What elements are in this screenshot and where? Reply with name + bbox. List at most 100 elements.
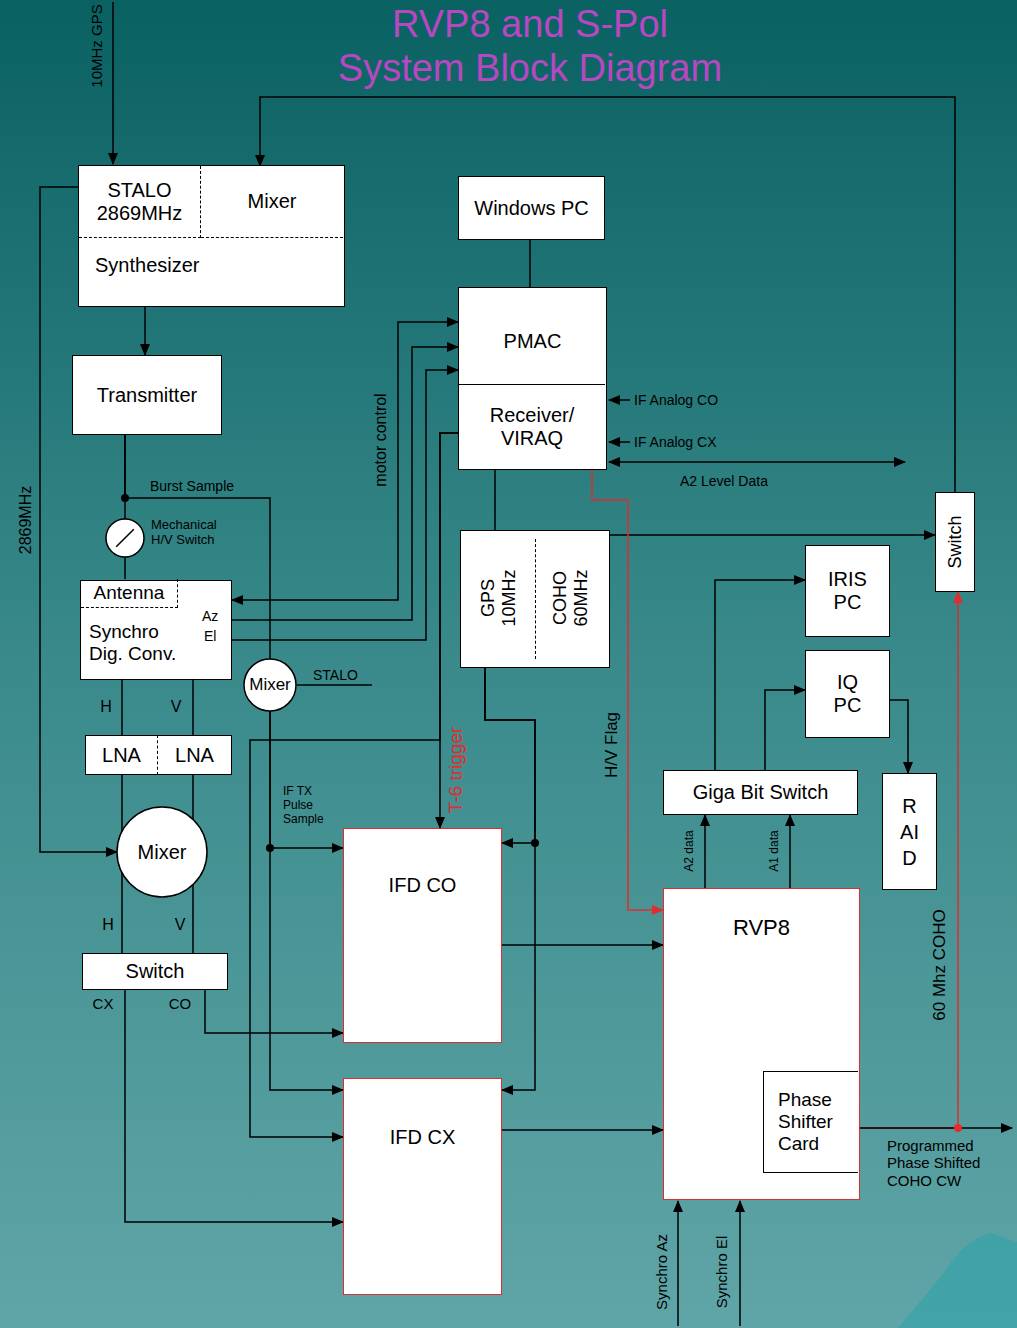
connector	[890, 700, 908, 773]
signal-label: IF Analog CO	[634, 392, 718, 408]
mixer-circle: Mixer	[116, 806, 208, 898]
node-label: IQ PC	[825, 671, 870, 717]
processor-box: RVP8Phase Shifter Card	[663, 888, 860, 1200]
circle-outline	[106, 519, 144, 557]
node-label: Mechanical H/V Switch	[151, 518, 236, 548]
switch-box: Switch	[82, 953, 228, 990]
node-label: Phase Shifter Card	[778, 1089, 853, 1155]
signal-label: V	[171, 698, 182, 716]
node-label: Giga Bit Switch	[693, 781, 829, 804]
input-wire	[609, 399, 630, 401]
connector	[502, 944, 663, 946]
signal-label: CO	[169, 995, 192, 1012]
antenna-section: Antenna	[81, 579, 178, 608]
phase-shifter-card: Phase Shifter Card	[763, 1071, 858, 1173]
signal-label: 2869MHz	[17, 486, 35, 554]
connector	[270, 711, 343, 848]
node-label: Mixer	[138, 841, 187, 864]
signal-label: H/V Flag	[602, 712, 622, 778]
network-switch-box: Giga Bit Switch	[663, 770, 858, 815]
node-label: El	[204, 628, 216, 644]
input-wire	[112, 2, 114, 164]
data-wire	[609, 461, 905, 463]
mixer-circle: Mixer	[243, 658, 297, 712]
connector	[125, 990, 343, 1222]
node-label: Synchro Dig. Conv.	[89, 621, 184, 665]
node-label: STALO 2869MHz	[85, 179, 195, 225]
connector	[485, 668, 535, 843]
junction-dot	[121, 494, 129, 502]
node-label: COHO 60MHz	[550, 558, 591, 638]
node-label: Windows PC	[474, 197, 588, 220]
ifd-box: IFD CO	[343, 828, 502, 1043]
connector	[121, 680, 123, 735]
connector	[502, 1129, 663, 1131]
connector	[192, 680, 194, 735]
connector	[124, 557, 126, 579]
node-label: Switch	[126, 960, 185, 983]
windows-pc-box: Windows PC	[458, 176, 605, 240]
input-wire	[739, 1201, 741, 1326]
connector	[232, 347, 458, 620]
antenna-synchro-box: Synchro Dig. Conv. AzEl Antenna	[80, 580, 232, 680]
node-label: RAID	[900, 793, 920, 871]
signal-label: IF Analog CX	[634, 434, 717, 450]
switch-slash	[116, 529, 134, 547]
connector	[192, 885, 194, 953]
stalo-section: STALO 2869MHz	[79, 166, 201, 238]
node-label: Transmitter	[97, 384, 197, 407]
node-label: Synthesizer	[95, 254, 200, 277]
node-label: PMAC	[459, 330, 606, 353]
connector	[494, 468, 496, 530]
diagram-title: RVP8 and S-Pol System Block Diagram	[325, 2, 735, 90]
signal-label: STALO	[313, 667, 358, 683]
circle-outline	[244, 659, 296, 711]
node-label: RVP8	[664, 915, 859, 940]
node-label: Switch	[944, 497, 965, 587]
connector	[121, 873, 123, 953]
node-label: Az	[202, 608, 218, 624]
signal-label: A1 data	[768, 830, 782, 871]
connector	[789, 815, 791, 888]
connector	[232, 322, 458, 600]
connector	[232, 370, 458, 640]
connector	[765, 690, 805, 770]
receiver-section: Receiver/ VIRAQ	[459, 384, 605, 468]
signal-label: A2 data	[683, 830, 697, 871]
connector	[205, 990, 343, 1033]
junction-dot	[954, 1124, 962, 1132]
connector	[192, 775, 194, 819]
signal-label: H	[102, 916, 114, 934]
connector	[260, 97, 955, 492]
synthesizer-box: Synthesizer STALO 2869MHzMixer	[78, 165, 345, 307]
pc-box: IQ PC	[805, 650, 890, 738]
lna-box: LNA	[158, 735, 232, 775]
circle-outline	[117, 807, 207, 897]
node-label: Antenna	[94, 582, 165, 604]
mixer-section: Mixer	[201, 166, 343, 238]
logo-shape	[898, 1233, 1017, 1328]
connector	[529, 240, 531, 287]
signal-label: V	[175, 916, 186, 934]
node-label: IRIS PC	[825, 568, 870, 614]
connector	[144, 307, 146, 355]
pmac-box: PMAC Receiver/ VIRAQ	[458, 287, 607, 470]
signal-label: CX	[93, 995, 114, 1012]
signal-label: motor control	[372, 393, 390, 486]
node-label: Receiver/ VIRAQ	[482, 404, 582, 450]
pc-box: IRIS PC	[805, 545, 890, 637]
output-wire	[860, 1127, 1012, 1129]
connector	[121, 775, 123, 831]
gps-coho-box: GPS 10MHzCOHO 60MHz	[460, 530, 610, 668]
hv-switch-symbol: Mechanical H/V Switch	[105, 518, 145, 558]
signal-label: H	[100, 698, 112, 716]
signal-label: 60 Mhz COHO	[930, 909, 950, 1020]
signal-label: Burst Sample	[150, 478, 234, 494]
input-wire	[609, 441, 630, 443]
signal-label: IF TX Pulse Sample	[283, 785, 345, 826]
node-label: LNA	[102, 744, 141, 767]
circle-outline	[105, 518, 145, 558]
signal-label: Programmed Phase Shifted COHO CW	[887, 1137, 1012, 1189]
